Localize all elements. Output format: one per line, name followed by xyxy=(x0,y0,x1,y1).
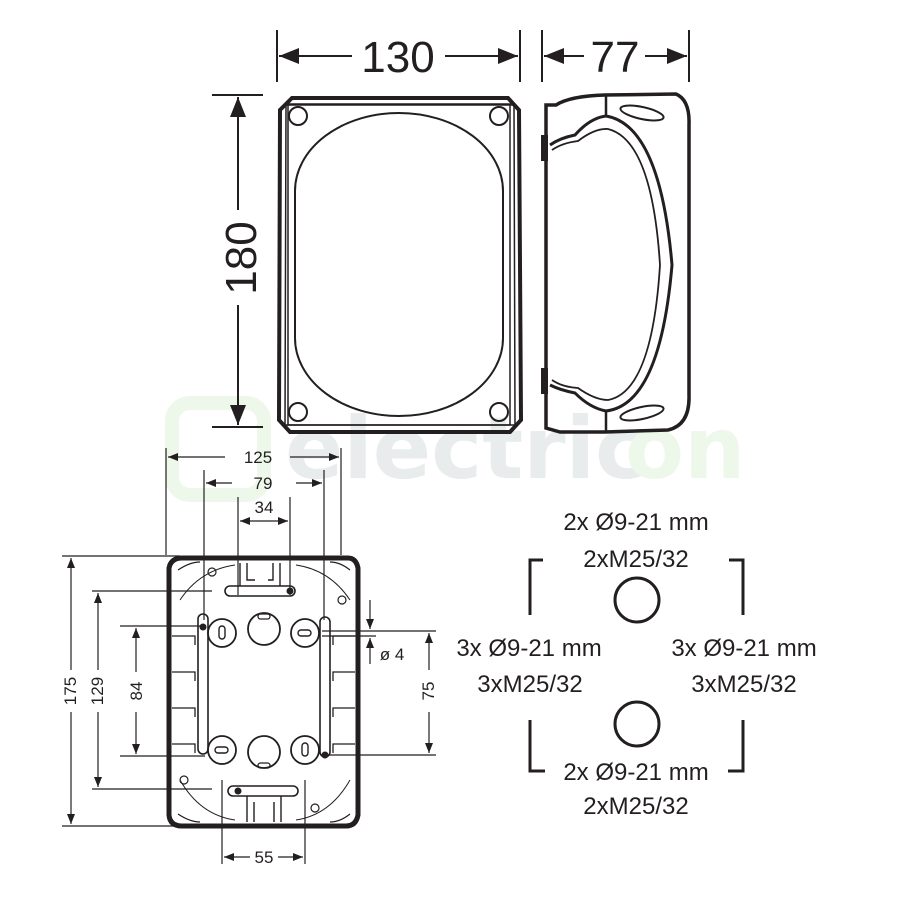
width-dimension-label: 130 xyxy=(361,33,434,82)
hole-diameter-label: ø 4 xyxy=(380,645,405,664)
left-entry-thread: 3xM25/32 xyxy=(477,671,582,698)
bottom-entry-thread: 2xM25/32 xyxy=(583,793,688,820)
outer-width-label: 125 xyxy=(244,448,272,467)
cover-screw-icon xyxy=(489,106,509,126)
top-entry-thread: 2xM25/32 xyxy=(583,546,688,573)
top-entry-size: 2x Ø9-21 mm xyxy=(563,509,708,536)
hole-spacing-label: 75 xyxy=(419,682,438,701)
side-view: 77 xyxy=(541,30,691,434)
height-dimension-label: 180 xyxy=(217,221,266,294)
mount-width-label: 79 xyxy=(254,474,273,493)
bottom-entry-knockout-icon xyxy=(613,700,661,748)
right-entry-size: 3x Ø9-21 mm xyxy=(671,635,816,662)
mount-height-label: 129 xyxy=(88,677,107,705)
watermark-text-gray: electric xyxy=(285,399,646,499)
inner-height-label: 84 xyxy=(127,682,146,701)
bottom-entry-size: 2x Ø9-21 mm xyxy=(563,759,708,786)
outer-height-label: 175 xyxy=(61,677,80,705)
front-view: 130 180 xyxy=(212,30,524,434)
cover-screw-icon xyxy=(288,106,308,126)
cover-screw-icon xyxy=(288,402,308,422)
inner-width-label: 34 xyxy=(255,498,274,517)
cover-screw-icon xyxy=(489,402,509,422)
top-entry-knockout-icon xyxy=(613,576,661,624)
watermark-logo-mark xyxy=(165,396,271,502)
bottom-width-label: 55 xyxy=(255,848,274,867)
depth-dimension-label: 77 xyxy=(591,33,640,82)
cable-entry-scheme: 2x Ø9-21 mm 2xM25/32 3x Ø9-21 mm 3xM25/3… xyxy=(456,509,816,820)
right-entry-thread: 3xM25/32 xyxy=(691,671,796,698)
left-entry-size: 3x Ø9-21 mm xyxy=(456,635,601,662)
base-view: 125 79 34 175 129 84 ø 4 7 xyxy=(61,448,438,867)
